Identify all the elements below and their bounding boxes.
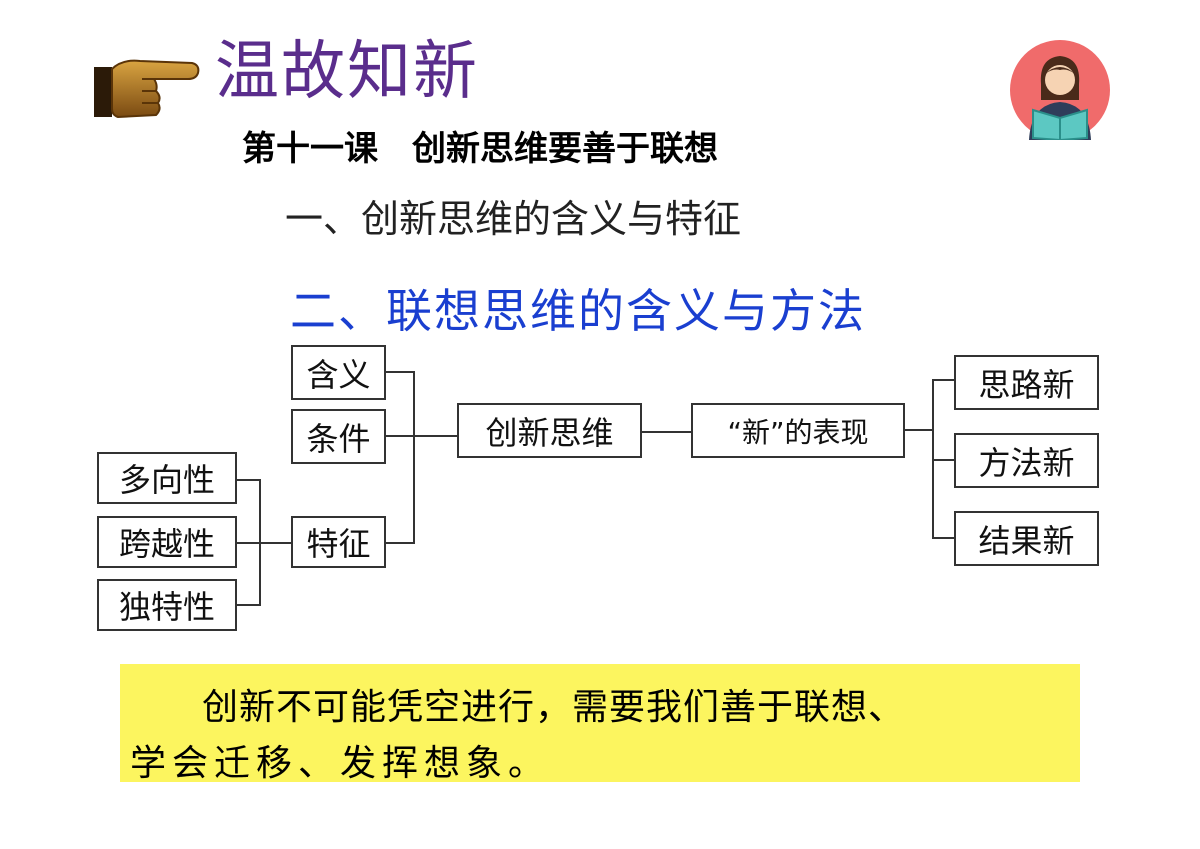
box-meaning: 含义 [291,345,386,400]
page-title: 温故知新 [215,35,479,109]
pointing-hand-icon [94,59,200,119]
section-1-heading: 一、创新思维的含义与特征 [285,197,742,241]
connector-main-bracket [386,371,415,544]
box-innovative-thinking: 创新思维 [457,403,642,458]
box-result-new: 结果新 [954,511,1099,566]
box-condition: 条件 [291,409,386,464]
section-2-heading: 二、联想思维的含义与方法 [290,284,866,338]
box-cross: 跨越性 [97,516,237,568]
box-idea-new: 思路新 [954,355,1099,410]
box-method-new: 方法新 [954,433,1099,488]
box-unique: 独特性 [97,579,237,631]
conclusion-line-2: 学会迁移、发挥想象。 [130,743,551,784]
conclusion-box: 创新不可能凭空进行，需要我们善于联想、 学会迁移、发挥想象。 [120,664,1080,784]
conclusion-line-1: 创新不可能凭空进行，需要我们善于联想、 [202,687,906,728]
box-multi-direction: 多向性 [97,452,237,504]
lesson-title: 第十一课 创新思维要善于联想 [242,129,718,169]
box-new-expression: “新”的表现 [691,403,905,458]
box-feature: 特征 [291,516,386,568]
reading-teacher-icon [1010,40,1110,140]
